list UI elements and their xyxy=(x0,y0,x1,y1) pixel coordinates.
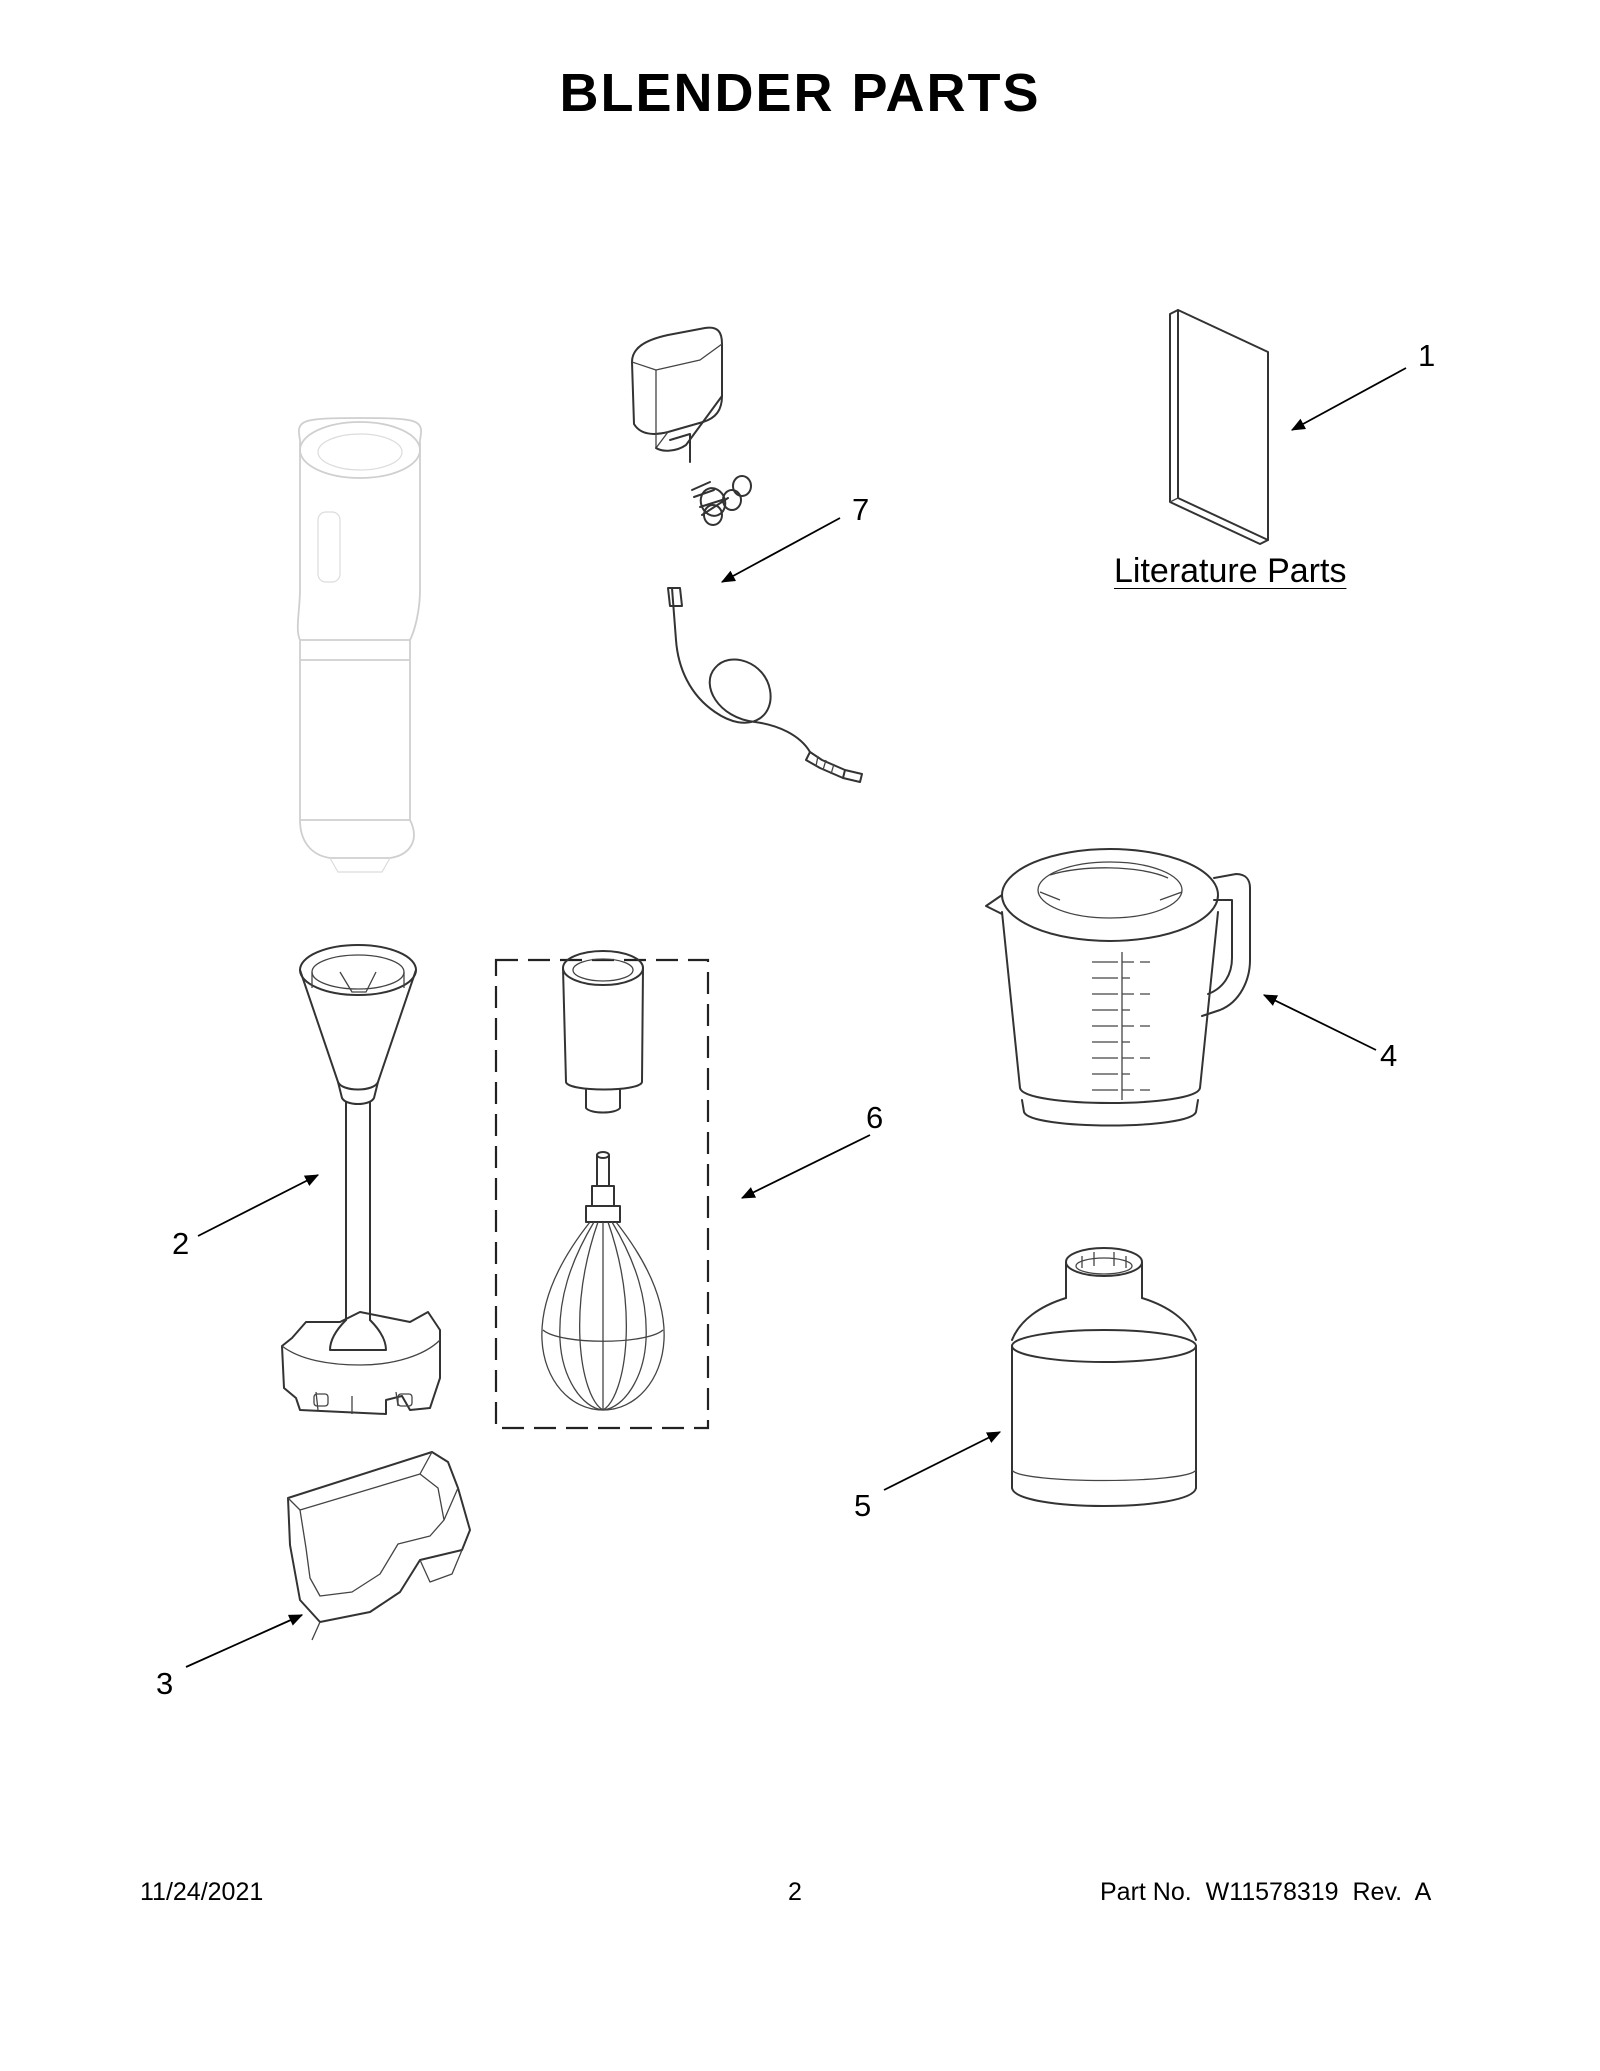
part-number: W11578319 xyxy=(1205,1878,1339,1906)
callout-2: 2 xyxy=(172,1226,190,1261)
blending-arm-stand-drawing xyxy=(287,1451,471,1641)
callout-1: 1 xyxy=(1418,338,1436,373)
page-title: BLENDER PARTS xyxy=(559,63,1041,123)
chopper-bowl-drawing xyxy=(1011,1247,1197,1507)
footer-part-info: Part No. W11578319 Rev. A xyxy=(1100,1878,1431,1907)
literature-parts-label: Literature Parts xyxy=(1114,552,1347,590)
power-adapter-drawing xyxy=(631,326,863,783)
callout-5: 5 xyxy=(854,1488,872,1523)
whisk-kit-dashed-box xyxy=(494,958,710,1430)
callout-arrows xyxy=(185,367,1407,1668)
callout-6: 6 xyxy=(866,1100,884,1135)
callout-3: 3 xyxy=(156,1666,174,1701)
whisk-attachment-drawing xyxy=(541,950,665,1411)
callout-4: 4 xyxy=(1380,1038,1398,1073)
motor-body-ghost xyxy=(296,417,422,873)
literature-booklet-drawing xyxy=(1169,309,1269,545)
part-number-label: Part No. xyxy=(1100,1878,1192,1906)
footer-page-number: 2 xyxy=(788,1878,802,1906)
revision-label: Rev. xyxy=(1352,1878,1403,1906)
revision: A xyxy=(1414,1878,1432,1906)
beaker-drawing xyxy=(985,848,1251,1127)
blending-arm-drawing xyxy=(281,944,441,1415)
callout-7: 7 xyxy=(852,492,870,527)
footer-date: 11/24/2021 xyxy=(140,1878,264,1906)
